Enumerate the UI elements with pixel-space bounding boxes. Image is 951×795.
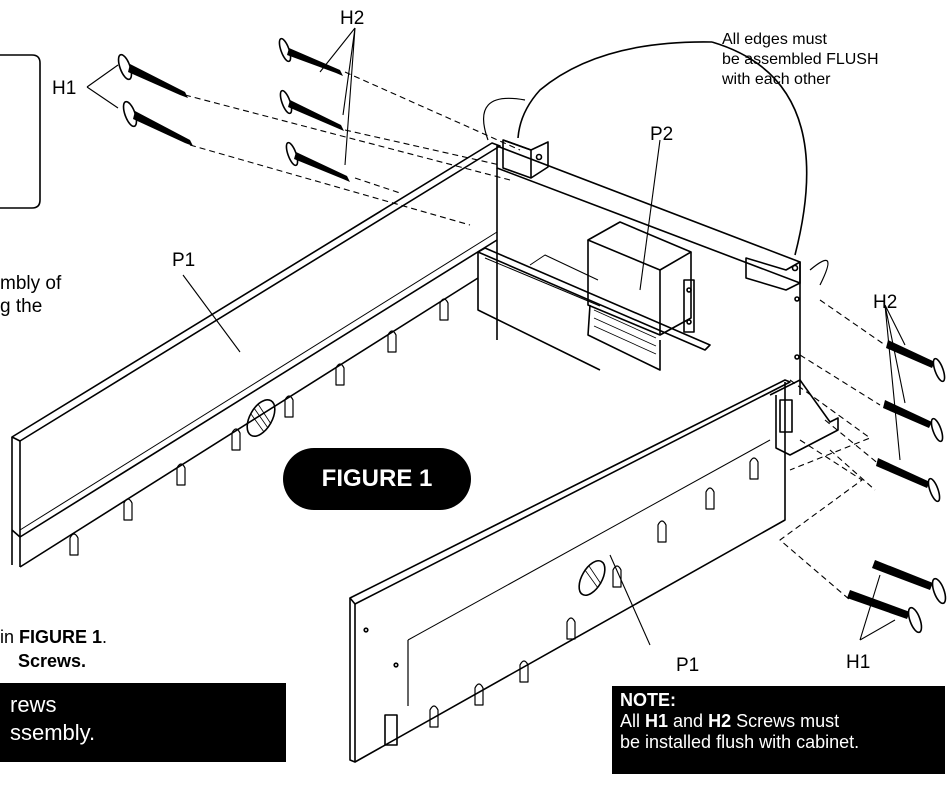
p2-box-front bbox=[587, 240, 661, 336]
screw-h2-right-2 bbox=[883, 400, 944, 443]
screw-h2-top-1 bbox=[278, 37, 343, 76]
left-box-line1: rews bbox=[10, 692, 57, 717]
screw-h2-top-3 bbox=[285, 141, 350, 182]
label-h2-right: H2 bbox=[873, 292, 898, 313]
right-panel-vent bbox=[578, 560, 606, 596]
screw-h2-top-2 bbox=[279, 89, 344, 131]
left-text-line2: g the bbox=[0, 296, 43, 317]
label-p1-left: P1 bbox=[172, 250, 196, 271]
screw-h1-bottom-2 bbox=[847, 590, 923, 634]
note-part-h2: H2 bbox=[708, 711, 732, 731]
label-p1-right: P1 bbox=[676, 655, 700, 676]
line3-prefix: in bbox=[0, 627, 20, 647]
flush-callout: All edges must be assembled FLUSH with e… bbox=[722, 30, 879, 90]
p2-box-top bbox=[587, 221, 692, 271]
left-panel-front-edge bbox=[11, 437, 21, 567]
divider-left bbox=[477, 252, 601, 371]
screw-h1-top-2 bbox=[122, 100, 193, 146]
left-step-text: in FIGURE 1. Screws. bbox=[0, 625, 107, 673]
right-panel-front bbox=[349, 598, 356, 763]
right-panel-top bbox=[349, 379, 791, 605]
left-box-line2: ssembly. bbox=[10, 720, 96, 745]
p2-box-base bbox=[587, 304, 661, 371]
screw-h2-right-1 bbox=[886, 340, 946, 383]
note-line1: All H1 and H2 Screws must bbox=[620, 711, 937, 732]
flush-callout-line: with each other bbox=[722, 71, 831, 88]
left-panel-bottom bbox=[19, 277, 479, 568]
note-part-h1: H1 bbox=[645, 711, 669, 731]
note-title: NOTE: bbox=[620, 690, 676, 710]
left-panel-fold-upper bbox=[19, 239, 498, 538]
flush-callout-line: All edges must bbox=[722, 31, 827, 48]
figure-badge: FIGURE 1 bbox=[283, 448, 471, 510]
right-panel-outer bbox=[354, 382, 786, 763]
left-text-line1: mbly of bbox=[0, 273, 62, 294]
flush-callout-line: be assembled FLUSH bbox=[722, 51, 879, 68]
label-p2: P2 bbox=[650, 124, 674, 145]
label-h1-bottom: H1 bbox=[846, 652, 871, 673]
note-part: Screws must bbox=[731, 711, 840, 731]
screw-h1-bottom-1 bbox=[872, 560, 947, 605]
back-panel-top-edge bbox=[496, 145, 801, 284]
note-box: NOTE: All H1 and H2 Screws must be insta… bbox=[612, 686, 945, 774]
note-part: and bbox=[668, 711, 709, 731]
left-panel-top bbox=[11, 142, 501, 442]
screw-h1-top-1 bbox=[117, 53, 188, 98]
divider-top bbox=[477, 247, 711, 351]
corner-block-left-edge bbox=[502, 139, 532, 178]
left-warning-box: rews ssembly. bbox=[0, 683, 286, 762]
left-text-line4: Screws. bbox=[18, 651, 87, 671]
left-text-line3: in FIGURE 1. bbox=[0, 625, 107, 649]
bottom-latch bbox=[384, 714, 398, 746]
note-part: All bbox=[620, 711, 646, 731]
line3-bold: FIGURE 1 bbox=[19, 627, 103, 647]
screw-h2-right-3 bbox=[876, 458, 941, 503]
label-h1-top: H1 bbox=[52, 78, 77, 99]
p2-bracket bbox=[683, 279, 695, 333]
label-h2-top: H2 bbox=[340, 8, 365, 29]
left-instruction-text: mbly of g the bbox=[0, 272, 61, 318]
corner-block-right bbox=[745, 257, 801, 291]
line3-suffix: . bbox=[102, 627, 108, 647]
p2-box-side bbox=[659, 252, 692, 336]
right-bracket bbox=[769, 379, 839, 456]
flush-arrow-right bbox=[711, 41, 808, 256]
left-info-box-outline bbox=[0, 54, 41, 209]
flush-arrow-left bbox=[517, 41, 713, 139]
note-line2: be installed flush with cabinet. bbox=[620, 732, 860, 752]
